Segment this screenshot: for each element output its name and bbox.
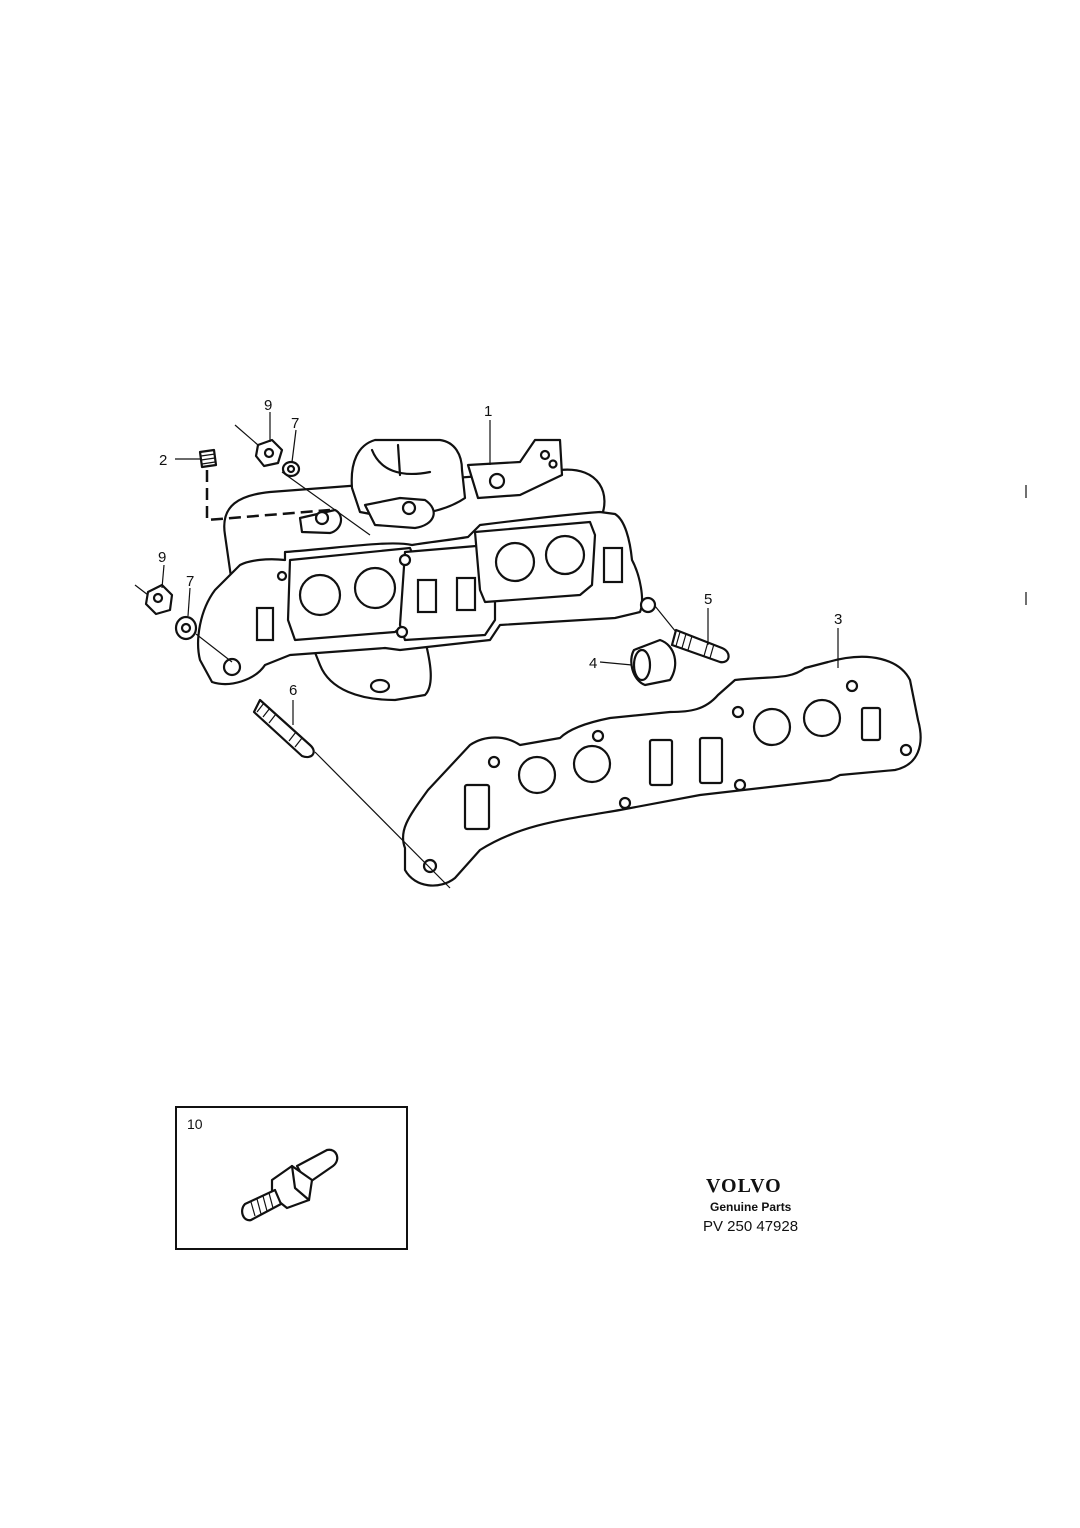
callout-4: 4 <box>589 655 597 672</box>
callout-9-upper: 9 <box>264 397 272 414</box>
leader-lines <box>134 412 1027 889</box>
stud-10-illustration <box>241 1148 339 1222</box>
stud-6 <box>252 698 315 759</box>
inset-box-part-10: 10 <box>175 1106 408 1250</box>
manifold <box>197 438 657 702</box>
callout-3: 3 <box>834 611 842 628</box>
callout-6: 6 <box>289 682 297 699</box>
volvo-logo: VOLVO <box>706 1175 782 1197</box>
callout-9-lower: 9 <box>158 549 166 566</box>
brand-block: VOLVO Genuine Parts PV 250 47928 <box>700 1175 840 1235</box>
brand-subtitle: Genuine Parts <box>710 1200 792 1214</box>
inset-label: 10 <box>187 1116 203 1132</box>
stud-5 <box>670 628 730 664</box>
callout-2: 2 <box>159 452 167 469</box>
plug-2 <box>198 448 218 469</box>
callout-1: 1 <box>484 403 492 420</box>
gasket <box>401 655 922 887</box>
callout-7-lower: 7 <box>186 573 194 590</box>
nut-9-upper <box>254 438 301 478</box>
nut-9-lower <box>144 583 198 641</box>
part-number: PV 250 47928 <box>703 1218 799 1235</box>
callout-7-upper: 7 <box>291 415 299 432</box>
callout-5: 5 <box>704 591 712 608</box>
bushing-4 <box>630 638 677 687</box>
